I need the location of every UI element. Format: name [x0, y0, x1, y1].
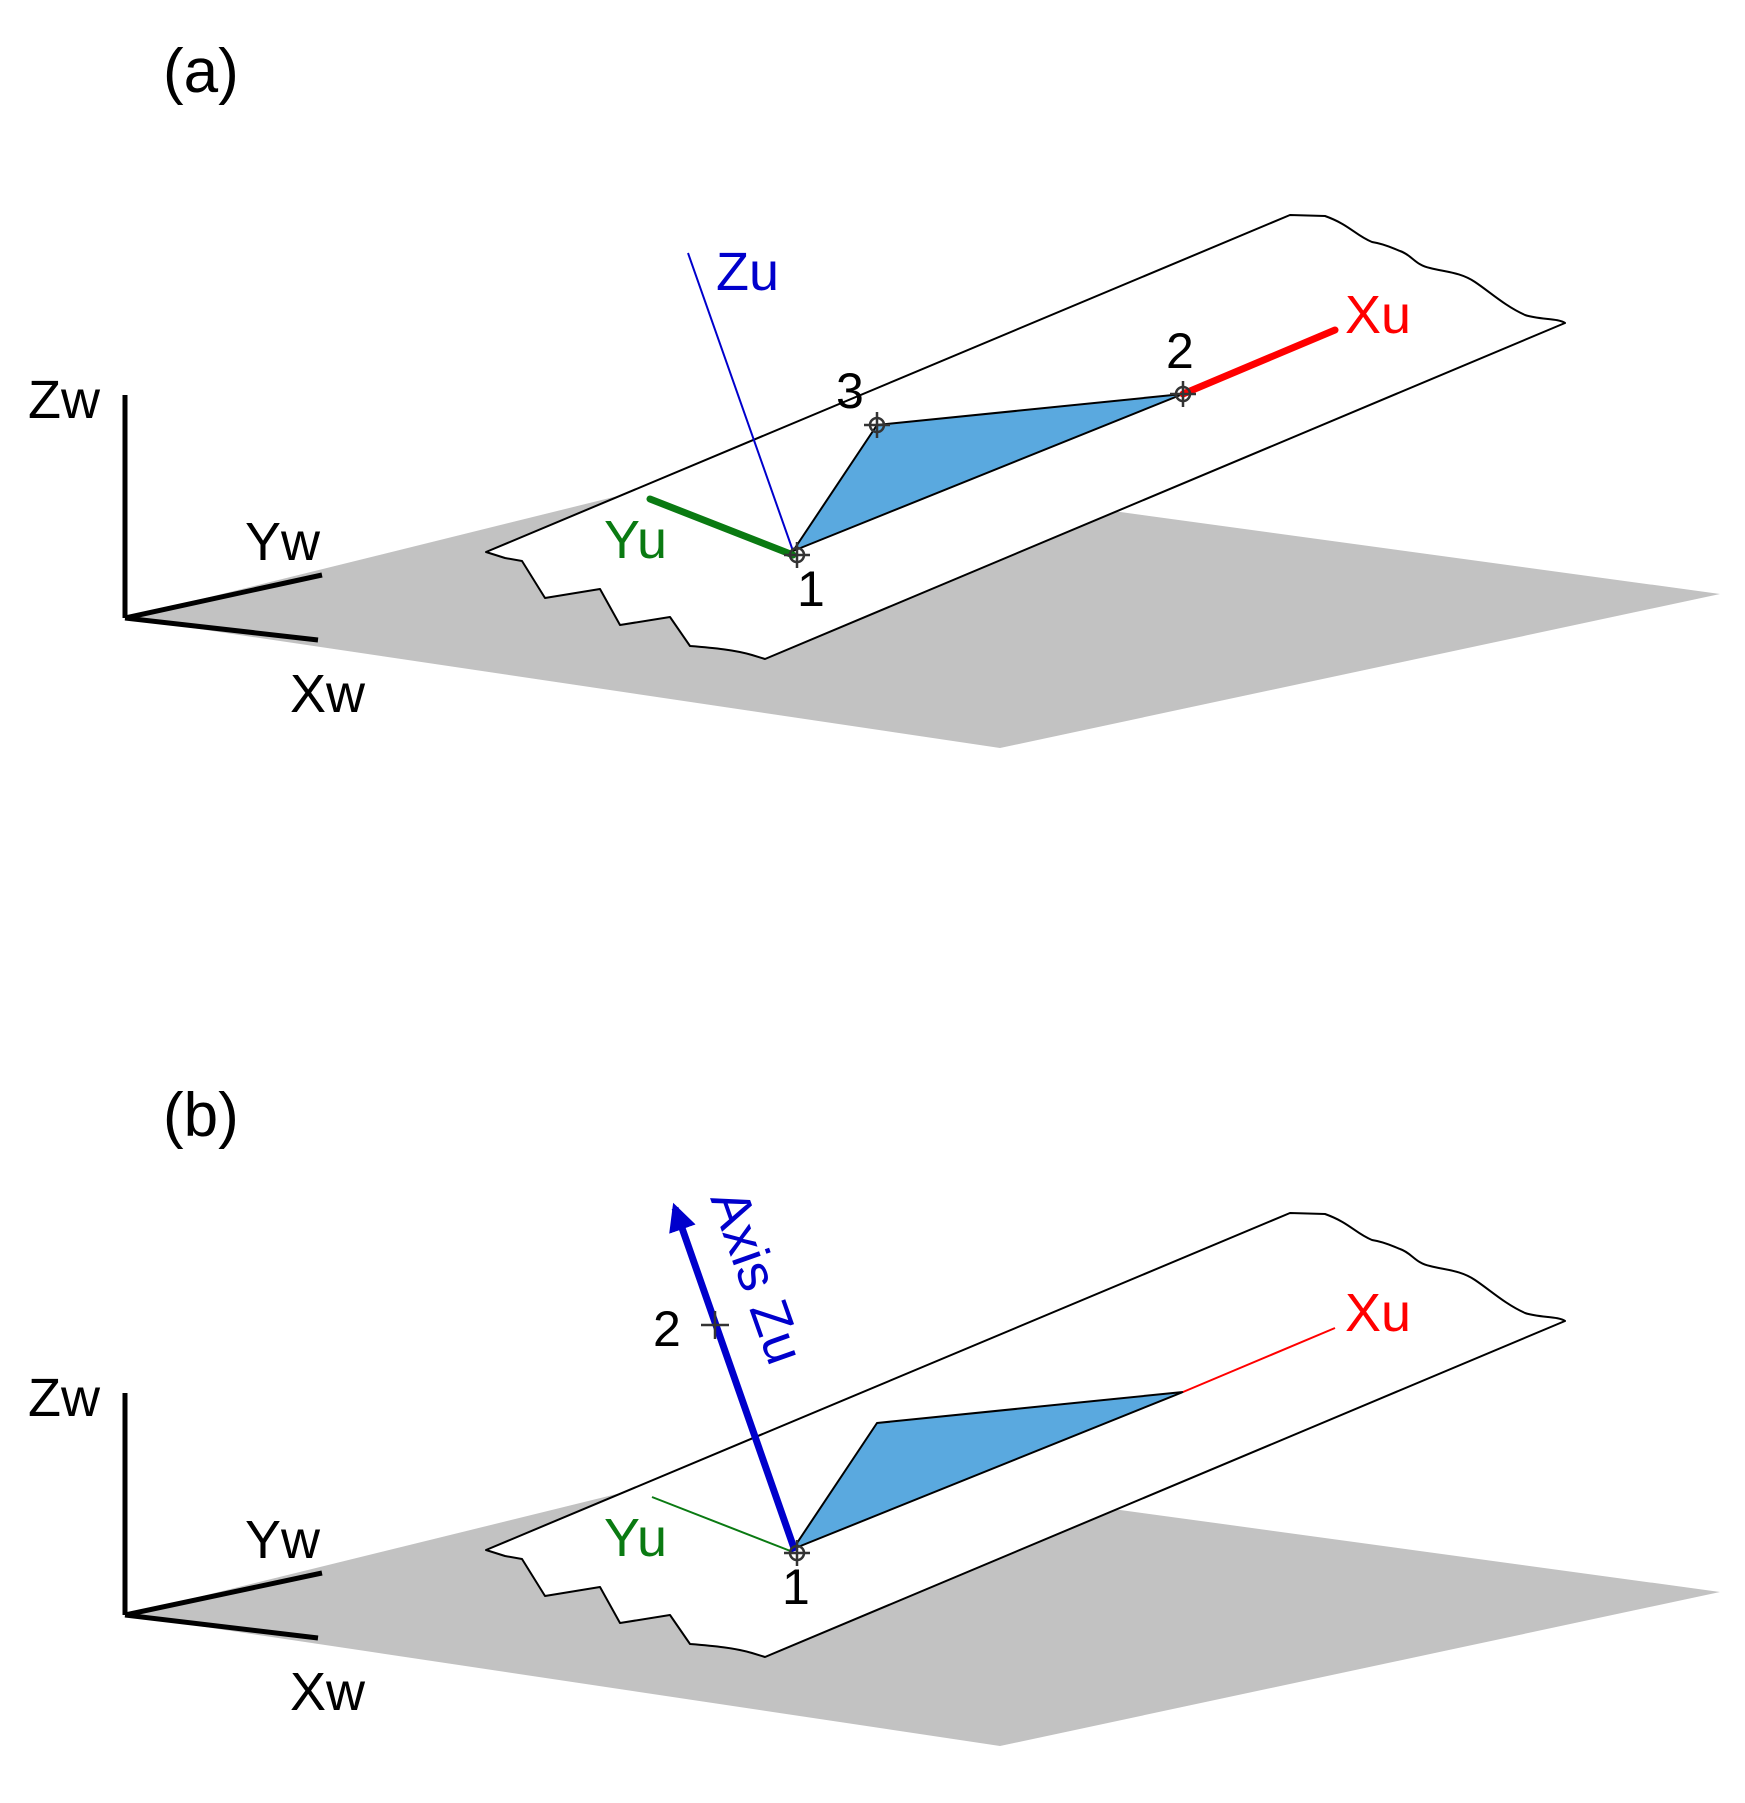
user-y-axis — [646, 495, 797, 559]
world-z-label: Zw — [28, 370, 101, 430]
world-y-label: Yw — [245, 1510, 321, 1570]
user-y-label: Yu — [604, 1508, 667, 1568]
reference-triangle — [792, 393, 1184, 552]
point-1-label: 1 — [782, 1559, 810, 1615]
world-x-axis — [124, 1612, 319, 1641]
panel-a: (a) Zw Yw Xw Zu Yu Xu — [28, 37, 1720, 748]
ground-plane — [125, 462, 1720, 748]
point-2-label: 2 — [1166, 323, 1194, 379]
world-x-label: Xw — [290, 1662, 366, 1722]
point-1-marker — [784, 542, 810, 568]
panel-b-label: (b) — [163, 1081, 239, 1150]
ground-plane — [125, 1460, 1720, 1746]
panel-a-label: (a) — [163, 37, 239, 106]
point-1-marker — [784, 1540, 810, 1566]
point-3-label: 3 — [836, 363, 864, 419]
point-2-marker — [1170, 381, 1196, 407]
user-x-axis — [1179, 326, 1339, 398]
point-3-marker — [864, 412, 890, 438]
user-x-label: Xu — [1345, 1283, 1411, 1343]
world-y-axis — [124, 1570, 323, 1618]
user-y-label: Yu — [604, 510, 667, 570]
user-y-axis — [651, 1496, 794, 1553]
world-y-label: Yw — [245, 512, 321, 572]
world-x-axis — [124, 615, 319, 643]
point-1-label: 1 — [797, 561, 825, 617]
panel-b: (b) Zw Yw Xw Yu Xu Axis Zu — [28, 1081, 1720, 1746]
world-x-label: Xw — [290, 664, 366, 724]
point-2-label: 2 — [653, 1301, 681, 1357]
user-z-axis-arrow — [669, 1202, 799, 1553]
user-z-label: Zu — [716, 242, 779, 302]
user-x-label: Xu — [1345, 285, 1411, 345]
user-z-axis — [687, 252, 794, 552]
world-z-label: Zw — [28, 1368, 101, 1428]
user-x-axis — [1182, 1327, 1336, 1393]
world-y-axis — [124, 572, 323, 621]
reference-triangle — [792, 1391, 1184, 1550]
point-2-marker — [701, 1311, 729, 1339]
user-z-label: Axis Zu — [699, 1182, 816, 1372]
